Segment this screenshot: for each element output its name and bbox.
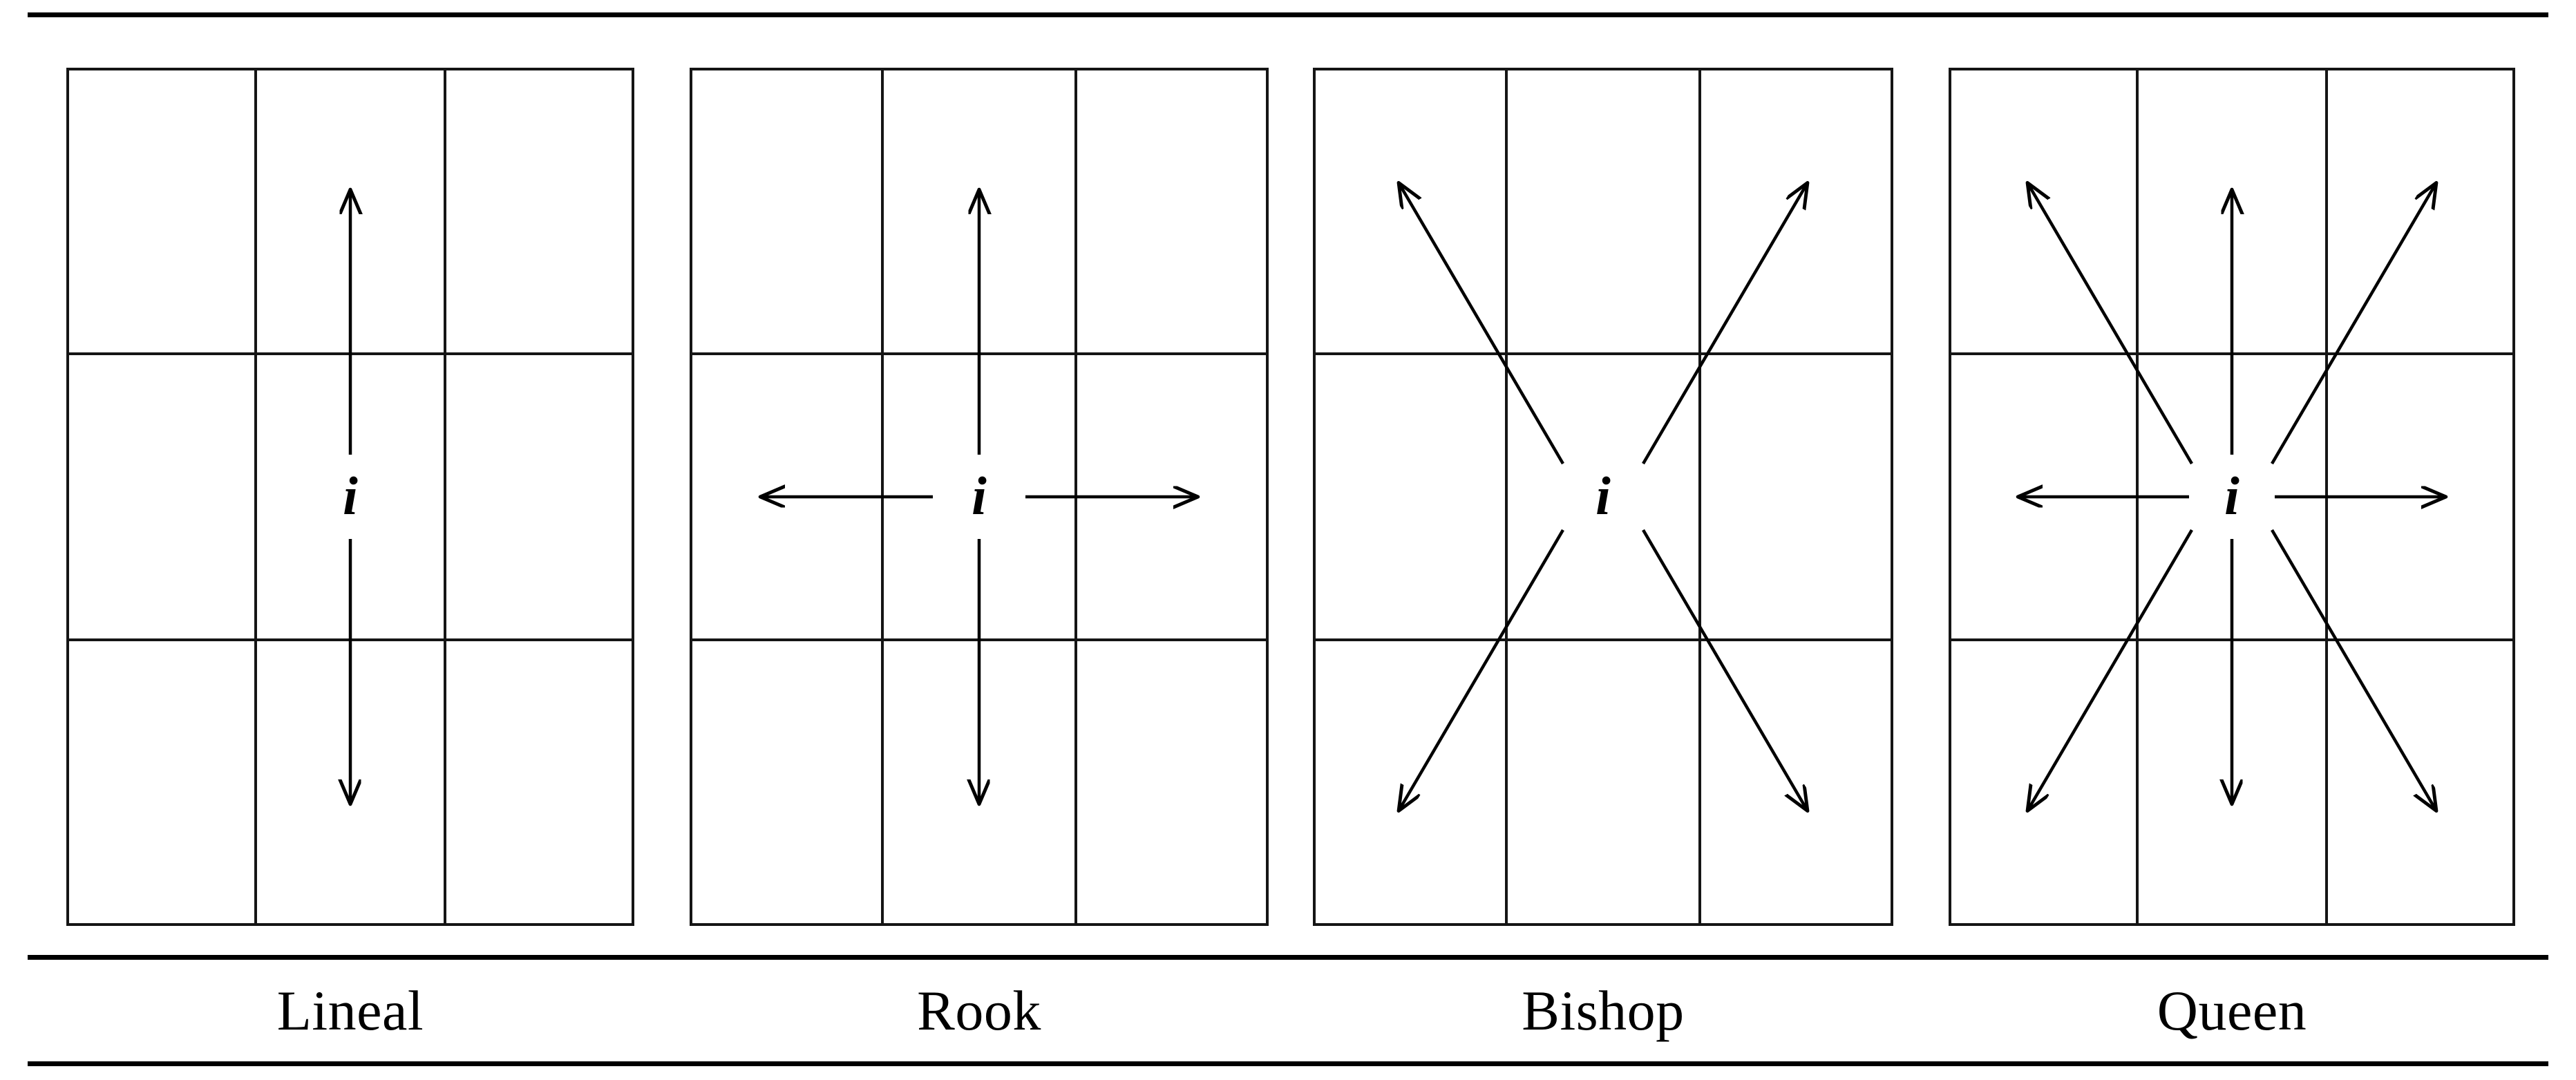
arrow-layer-lineal: [66, 68, 634, 926]
centre-symbol-rook: i: [962, 466, 996, 527]
panel-queen: i: [1949, 68, 2515, 926]
caption-row: Lineal Rook Bishop Queen: [0, 960, 2576, 1061]
caption-queen: Queen: [2157, 978, 2307, 1042]
grid-line-vertical-2: [1698, 68, 1701, 926]
panel-rook: i: [690, 68, 1269, 926]
grid-line-vertical-2: [443, 68, 446, 926]
grid-line-vertical-1: [254, 68, 257, 926]
bottom-rule: [28, 1061, 2548, 1066]
centre-symbol-bishop: i: [1586, 466, 1620, 527]
panel-lineal: i: [66, 68, 634, 926]
arrow-down-right: [2271, 529, 2436, 810]
arrow-layer-bishop: [1313, 68, 1893, 926]
panel-row: i: [66, 68, 2515, 926]
centre-symbol-queen: i: [2215, 466, 2249, 527]
middle-rule: [28, 955, 2548, 960]
arrow-down-left: [1399, 529, 1564, 810]
grid-line-horizontal-1: [1313, 352, 1893, 355]
panel-bishop: i: [1313, 68, 1893, 926]
centre-symbol-lineal: i: [333, 466, 368, 527]
arrow-layer-rook: [690, 68, 1269, 926]
caption-rook: Rook: [917, 978, 1041, 1042]
arrow-down-left: [2028, 529, 2193, 810]
caption-bishop: Bishop: [1522, 978, 1685, 1042]
grid-line-horizontal-2: [1313, 638, 1893, 641]
top-rule: [28, 12, 2548, 17]
arrow-up-right: [1642, 184, 1807, 465]
arrow-up-left: [2028, 184, 2193, 465]
arrow-up-left: [1399, 184, 1564, 465]
caption-lineal: Lineal: [276, 978, 424, 1042]
arrow-layer-queen: [1949, 68, 2515, 926]
arrow-down-right: [1642, 529, 1807, 810]
arrow-up-right: [2271, 184, 2436, 465]
grid-line-vertical-1: [1504, 68, 1508, 926]
